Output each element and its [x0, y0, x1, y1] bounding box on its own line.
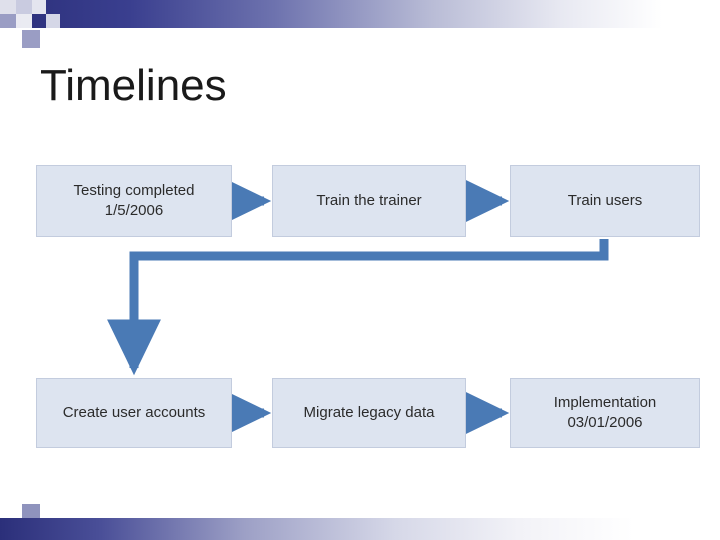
node-testing-completed-label: Testing completed 1/5/2006	[73, 181, 195, 219]
accent-square	[22, 30, 40, 48]
header-square-1	[0, 0, 16, 14]
node-train-users-label: Train users	[567, 191, 643, 209]
page-title: Timelines	[40, 61, 227, 110]
node-implementation-label: Implementation 03/01/2006	[553, 393, 657, 431]
header-square-2	[16, 0, 32, 14]
node-train-users[interactable]: Train users	[510, 165, 700, 237]
header-gradient	[0, 0, 720, 28]
node-migrate-legacy-data-label: Migrate legacy data	[303, 403, 435, 421]
arrow-train-users-to-create-accounts	[107, 239, 609, 376]
slide-header-band	[0, 0, 720, 28]
node-implementation[interactable]: Implementation 03/01/2006	[510, 378, 700, 448]
node-testing-completed[interactable]: Testing completed 1/5/2006	[36, 165, 232, 237]
header-square-3	[0, 14, 16, 28]
header-square-4	[16, 14, 32, 28]
node-train-the-trainer[interactable]: Train the trainer	[272, 165, 466, 237]
header-square-6	[46, 14, 60, 28]
node-migrate-legacy-data[interactable]: Migrate legacy data	[272, 378, 466, 448]
slide-footer-band	[0, 518, 720, 540]
node-create-user-accounts[interactable]: Create user accounts	[36, 378, 232, 448]
node-train-the-trainer-label: Train the trainer	[316, 191, 422, 209]
header-square-5	[32, 0, 46, 14]
footer-accent-square	[22, 504, 40, 518]
node-create-user-accounts-label: Create user accounts	[62, 403, 206, 421]
